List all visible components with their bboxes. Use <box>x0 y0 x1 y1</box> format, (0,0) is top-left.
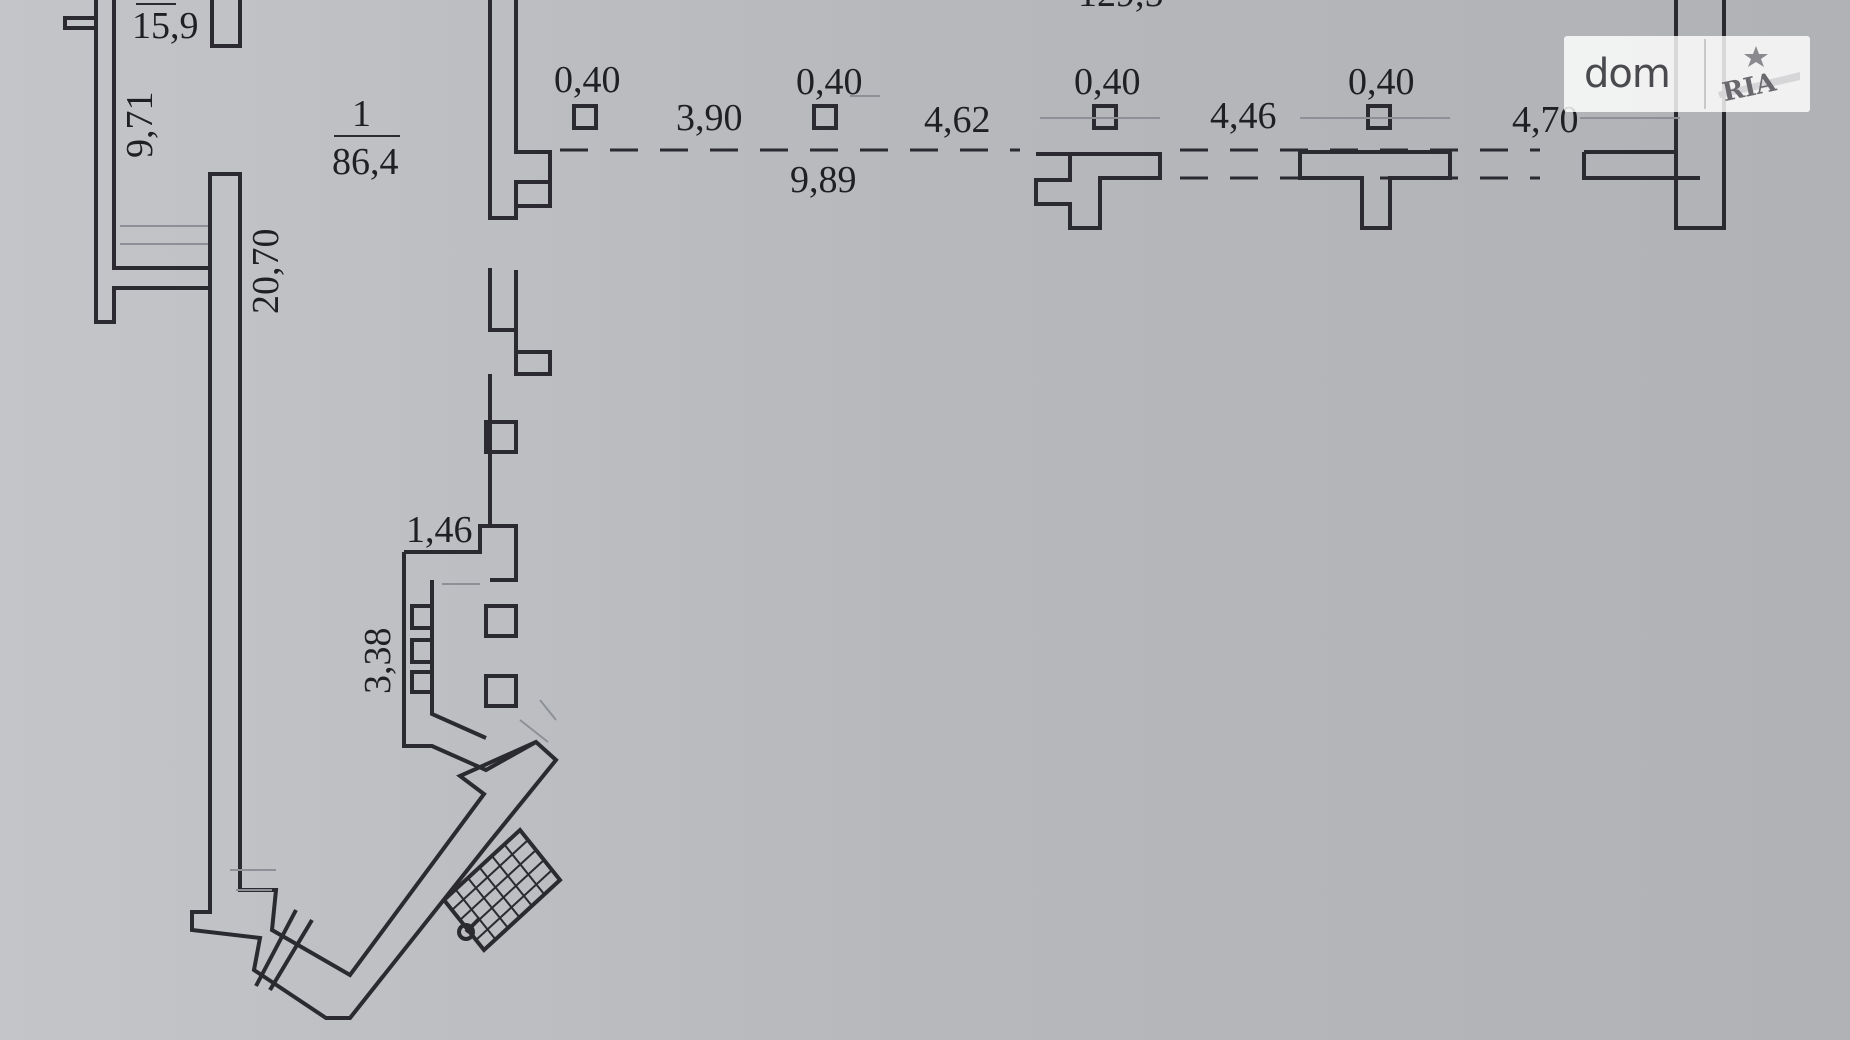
span-total: 9,89 <box>790 159 857 201</box>
room-top-left-width: 9,71 <box>119 92 161 159</box>
column-size-4: 0,40 <box>1348 61 1415 103</box>
stair-length: 3,38 <box>357 628 399 695</box>
column-2 <box>812 104 838 130</box>
column-size-1: 0,40 <box>554 59 621 101</box>
inner-walls <box>402 0 557 773</box>
svg-text:RIA: RIA <box>1720 67 1780 108</box>
room-1-area: 86,4 <box>332 141 399 183</box>
column-size-3: 0,40 <box>1074 61 1141 103</box>
column-size-2: 0,40 <box>796 61 863 103</box>
watermark-text: dom <box>1584 51 1671 97</box>
watermark-divider <box>1704 39 1706 109</box>
dimension-labels: 15,9 9,71 1 86,4 20,70 1,46 3,38 129,5 0… <box>119 0 1579 694</box>
ria-logo: RIA <box>1718 46 1800 108</box>
column-1 <box>572 104 598 130</box>
room-top-left-area: 15,9 <box>132 5 199 47</box>
star-icon <box>1744 46 1768 67</box>
column-grid <box>560 0 1726 230</box>
corridor-length: 20,70 <box>245 229 287 315</box>
top-area-partial: 129,5 <box>1078 0 1164 15</box>
pier-2 <box>1298 150 1452 230</box>
room-1-number: 1 <box>352 93 371 135</box>
corridor-walls <box>190 172 559 1020</box>
watermark-badge: dom RIA <box>1564 36 1810 112</box>
span-3: 4,46 <box>1210 95 1277 137</box>
left-room-walls <box>63 0 242 324</box>
stair-width: 1,46 <box>406 509 473 551</box>
staircase <box>441 827 563 953</box>
span-1: 3,90 <box>676 97 743 139</box>
span-2: 4,62 <box>924 99 991 141</box>
pier-1 <box>1034 152 1162 230</box>
